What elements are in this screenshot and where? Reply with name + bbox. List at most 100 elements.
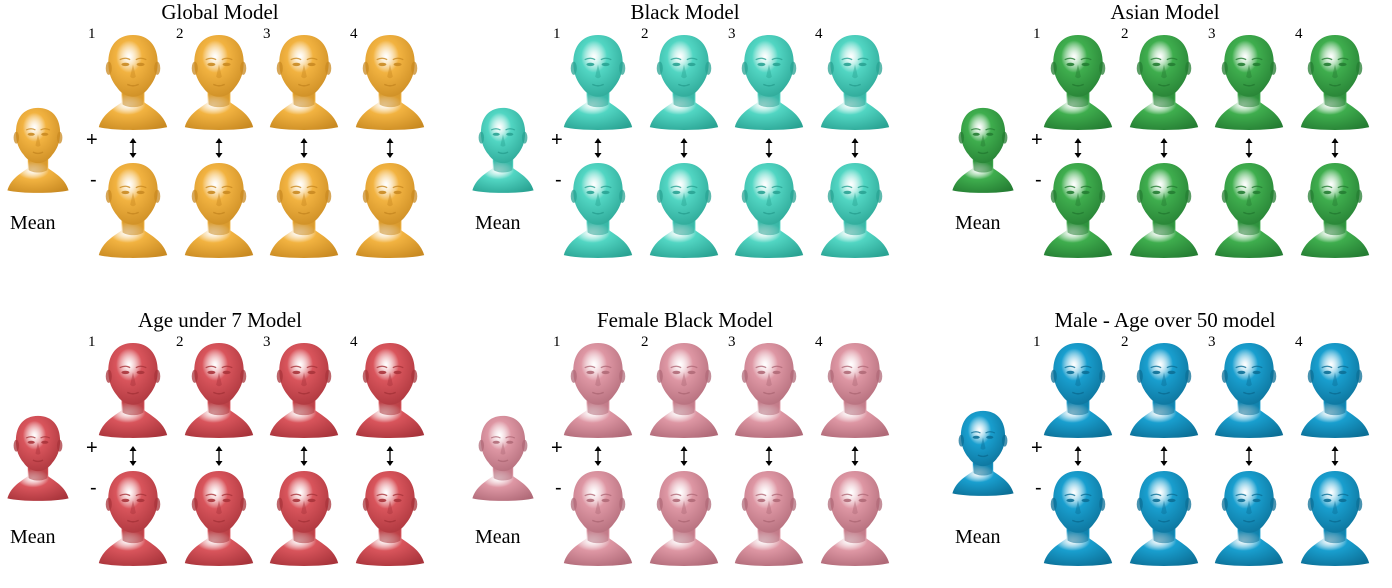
minus-sign: - (90, 169, 97, 191)
double-arrow-icon (213, 445, 225, 467)
head-plus-1 (560, 32, 636, 132)
head-plus-render (649, 342, 719, 438)
minus-sign: - (90, 477, 97, 499)
head-plus-2 (1126, 340, 1202, 440)
minus-sign: - (555, 477, 562, 499)
head-minus-2 (181, 160, 257, 260)
plus-sign: + (1031, 437, 1043, 459)
head-minus-render (98, 162, 168, 258)
head-plus-4 (817, 32, 893, 132)
component-number: 1 (88, 334, 96, 350)
component-number: 1 (1033, 334, 1041, 350)
head-plus-1 (1040, 32, 1116, 132)
double-arrow-icon (386, 446, 394, 466)
mean-head-render (7, 415, 69, 501)
double-arrow-icon (129, 138, 137, 158)
mean-label: Mean (10, 212, 56, 234)
head-plus-2 (646, 340, 722, 440)
head-plus-render (355, 342, 425, 438)
panel-title: Asian Model (1110, 0, 1220, 24)
head-plus-2 (1126, 32, 1202, 132)
component-number: 2 (1121, 26, 1129, 42)
head-plus-4 (1297, 32, 1373, 132)
head-plus-render (1214, 342, 1284, 438)
component-number: 3 (1208, 334, 1216, 350)
head-minus-4 (817, 160, 893, 260)
head-minus-render (649, 470, 719, 566)
head-minus-render (1043, 162, 1113, 258)
head-minus-render (269, 470, 339, 566)
head-plus-render (1300, 342, 1370, 438)
component-number: 3 (263, 26, 271, 42)
panel-title: Age under 7 Model (138, 308, 302, 332)
double-arrow-icon (592, 445, 604, 467)
mean-label: Mean (955, 212, 1001, 234)
head-plus-4 (352, 340, 428, 440)
double-arrow-icon (213, 137, 225, 159)
head-plus-render (98, 34, 168, 130)
mean-head (469, 100, 537, 200)
panel-title: Male - Age over 50 model (1054, 308, 1276, 332)
panel-global: Global Model Mean+-1 (0, 0, 440, 280)
double-arrow-icon (129, 446, 137, 466)
head-minus-render (1129, 470, 1199, 566)
double-arrow-icon (1243, 137, 1255, 159)
double-arrow-icon (594, 446, 602, 466)
head-minus-4 (1297, 468, 1373, 568)
head-plus-render (734, 342, 804, 438)
head-plus-1 (560, 340, 636, 440)
minus-sign: - (1035, 477, 1042, 499)
head-minus-1 (95, 468, 171, 568)
panel-male-age-over-50: Male - Age over 50 model Mean + - 1 (945, 308, 1385, 588)
component-number: 1 (88, 26, 96, 42)
head-plus-2 (181, 32, 257, 132)
double-arrow-icon (765, 446, 773, 466)
double-arrow-icon (127, 137, 139, 159)
head-plus-2 (646, 32, 722, 132)
head-minus-2 (181, 468, 257, 568)
double-arrow-icon (1329, 445, 1341, 467)
head-plus-render (355, 34, 425, 130)
panel-title: Global Model (161, 0, 279, 24)
double-arrow-icon (1331, 446, 1339, 466)
head-minus-render (1300, 470, 1370, 566)
component-number: 3 (728, 26, 736, 42)
head-minus-2 (1126, 160, 1202, 260)
double-arrow-icon (1331, 138, 1339, 158)
component-number: 4 (350, 334, 358, 350)
mean-label: Mean (955, 526, 1001, 548)
mean-label: Mean (10, 526, 56, 548)
double-arrow-icon (763, 137, 775, 159)
head-plus-render (734, 34, 804, 130)
head-minus-3 (731, 468, 807, 568)
panel-female-black: Female Black Model Mean+-1 (465, 308, 905, 588)
double-arrow-icon (851, 138, 859, 158)
head-plus-render (563, 342, 633, 438)
component-number: 4 (1295, 26, 1303, 42)
head-minus-render (820, 162, 890, 258)
double-arrow-icon (1245, 138, 1253, 158)
mean-label: Mean (475, 526, 521, 548)
double-arrow-icon (298, 445, 310, 467)
head-minus-render (563, 470, 633, 566)
head-minus-4 (1297, 160, 1373, 260)
head-minus-3 (731, 160, 807, 260)
head-plus-1 (95, 32, 171, 132)
head-minus-render (269, 162, 339, 258)
head-minus-render (563, 162, 633, 258)
head-plus-3 (731, 32, 807, 132)
double-arrow-icon (298, 137, 310, 159)
head-minus-1 (95, 160, 171, 260)
double-arrow-icon (1158, 445, 1170, 467)
component-number: 2 (641, 26, 649, 42)
component-number: 1 (1033, 26, 1041, 42)
double-arrow-icon (215, 446, 223, 466)
head-minus-2 (646, 468, 722, 568)
double-arrow-icon (849, 445, 861, 467)
head-minus-render (355, 162, 425, 258)
head-minus-render (1043, 470, 1113, 566)
double-arrow-icon (763, 445, 775, 467)
component-number: 2 (176, 334, 184, 350)
head-plus-3 (1211, 340, 1287, 440)
double-arrow-icon (127, 445, 139, 467)
